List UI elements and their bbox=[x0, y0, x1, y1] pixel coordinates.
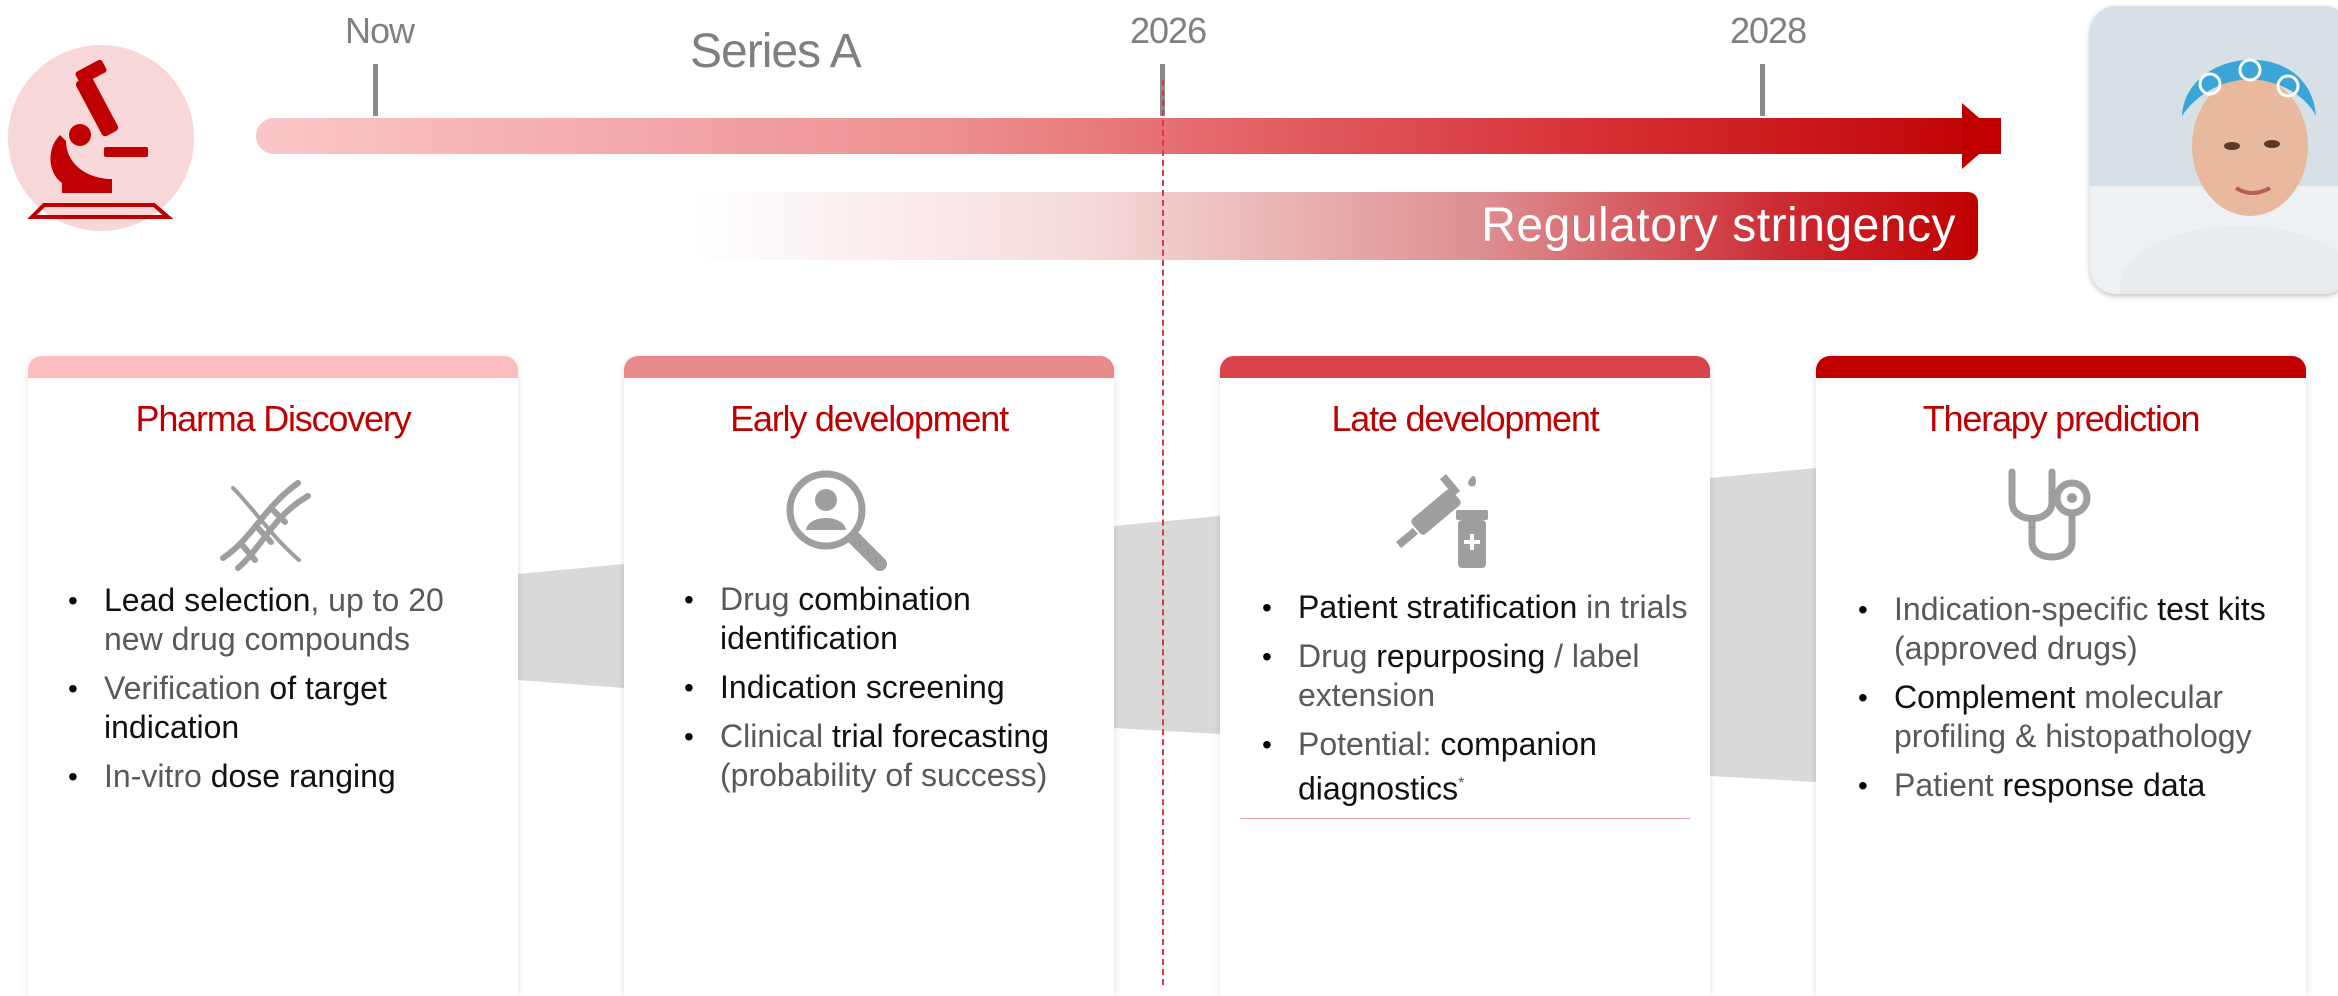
card-title: Therapy prediction bbox=[1922, 398, 2201, 439]
bullet-text-run: repurposing bbox=[1376, 638, 1546, 674]
bullet-1: Indication screening bbox=[684, 668, 1094, 707]
card-topbar bbox=[1220, 356, 1710, 378]
card-bullets: Drug combination identification Indicati… bbox=[684, 580, 1094, 805]
bullet-text-run: Indication-specific bbox=[1894, 591, 2158, 627]
connector-2-3 bbox=[1114, 516, 1220, 734]
regulatory-stringency-band: Regulatory stringency bbox=[690, 192, 1978, 260]
dna-icon bbox=[220, 480, 311, 571]
bullet-text-run: Complement bbox=[1894, 679, 2076, 715]
bullet-1: Complement molecular profiling & histopa… bbox=[1858, 678, 2288, 756]
bullet-text-run: Clinical bbox=[720, 718, 833, 754]
card-bullets: Indication-specific test kits (approved … bbox=[1858, 590, 2288, 815]
bullet-text-run: response data bbox=[2002, 767, 2206, 803]
card-topbar bbox=[624, 356, 1114, 378]
tick-label-2026: 2026 bbox=[1130, 10, 1207, 51]
bullet-text-run: Drug bbox=[1298, 638, 1377, 674]
bullet-text-run: dose ranging bbox=[210, 758, 396, 794]
bullet-text-run: (approved drugs) bbox=[1894, 630, 2138, 666]
stethoscope-icon bbox=[2008, 468, 2091, 561]
card-bullets: Patient stratification in trials Drug re… bbox=[1262, 588, 1692, 819]
bullet-0: Lead selection, up to 20 new drug compou… bbox=[68, 581, 498, 659]
bullet-text-run: Lead selection bbox=[104, 582, 311, 618]
tick-now bbox=[373, 64, 378, 116]
bullet-text-run: / label extension bbox=[1298, 638, 1640, 713]
bullet-text-run: test kits bbox=[2157, 591, 2266, 627]
bullet-1: Verification of target indication bbox=[68, 669, 498, 747]
tick-label-now: Now bbox=[345, 10, 415, 51]
bullet-text-run: in trials bbox=[1577, 589, 1688, 625]
syringe-vial-icon bbox=[1396, 474, 1488, 568]
year-2026-divider bbox=[1162, 80, 1164, 985]
bullet-0: Patient stratification in trials bbox=[1262, 588, 1692, 627]
bullet-0: Indication-specific test kits (approved … bbox=[1858, 590, 2288, 668]
bullet-0: Drug combination identification bbox=[684, 580, 1094, 658]
bullet-2: In-vitro dose ranging bbox=[68, 757, 498, 796]
timeline-arrow bbox=[256, 118, 2001, 154]
magnifier-person-icon bbox=[786, 470, 887, 571]
microscope-icon bbox=[27, 59, 174, 219]
bullet-text-run: Indication screening bbox=[720, 669, 1005, 705]
microscope-badge bbox=[8, 45, 194, 231]
card-pharma-discovery: Pharma Discovery Lead selection, up to 2… bbox=[28, 356, 518, 996]
bullet-text-run: , up to 20 new drug compounds bbox=[104, 582, 444, 657]
series-label: Series A bbox=[690, 25, 862, 78]
card-title: Pharma Discovery bbox=[135, 398, 412, 439]
bullet-text-run: Patient bbox=[1894, 767, 2003, 803]
card-therapy-prediction: Therapy prediction Indication-specific t… bbox=[1816, 356, 2306, 996]
bullet-text-run: trial forecasting bbox=[832, 718, 1050, 754]
card-late-development: Late development Patient stratification … bbox=[1220, 356, 1710, 996]
bullet-text-run: Patient stratification bbox=[1298, 589, 1578, 625]
bullet-text-run: Verification bbox=[104, 670, 270, 706]
bullet-text-run: combination identification bbox=[720, 581, 971, 656]
bullet-text-run: molecular profiling & histopathology bbox=[1894, 679, 2252, 754]
bullet-text-run: of target indication bbox=[104, 670, 387, 745]
card-bullets: Lead selection, up to 20 new drug compou… bbox=[68, 581, 498, 806]
bullet-text-run: Drug bbox=[720, 581, 799, 617]
card-title: Late development bbox=[1331, 398, 1599, 439]
card-early-development: Early development Drug combination ident… bbox=[624, 356, 1114, 996]
timeline-arrow-head bbox=[1962, 103, 2000, 169]
bullet-text-run: * bbox=[1458, 775, 1465, 792]
card-topbar bbox=[1816, 356, 2306, 378]
regulatory-stringency-label: Regulatory stringency bbox=[1481, 199, 1956, 252]
card-title: Early development bbox=[730, 398, 1009, 439]
card-underline bbox=[1240, 818, 1690, 819]
bullet-2: Clinical trial forecasting (probability … bbox=[684, 717, 1094, 795]
bullet-text-run: (probability of success) bbox=[720, 757, 1048, 793]
connector-1-2 bbox=[518, 564, 624, 688]
bullet-2: Potential: companion diagnostics* bbox=[1262, 725, 1692, 809]
connector-3-4 bbox=[1710, 468, 1816, 782]
bullet-text-run: companion diagnostics bbox=[1298, 726, 1597, 807]
bullet-1: Drug repurposing / label extension bbox=[1262, 637, 1692, 715]
bullet-text-run: Potential: bbox=[1298, 726, 1441, 762]
bullet-2: Patient response data bbox=[1858, 766, 2288, 805]
card-topbar bbox=[28, 356, 518, 378]
tick-2028 bbox=[1760, 64, 1765, 116]
tick-label-2028: 2028 bbox=[1730, 10, 1807, 51]
patient-photo bbox=[2090, 6, 2338, 294]
bullet-text-run: In-vitro bbox=[104, 758, 211, 794]
